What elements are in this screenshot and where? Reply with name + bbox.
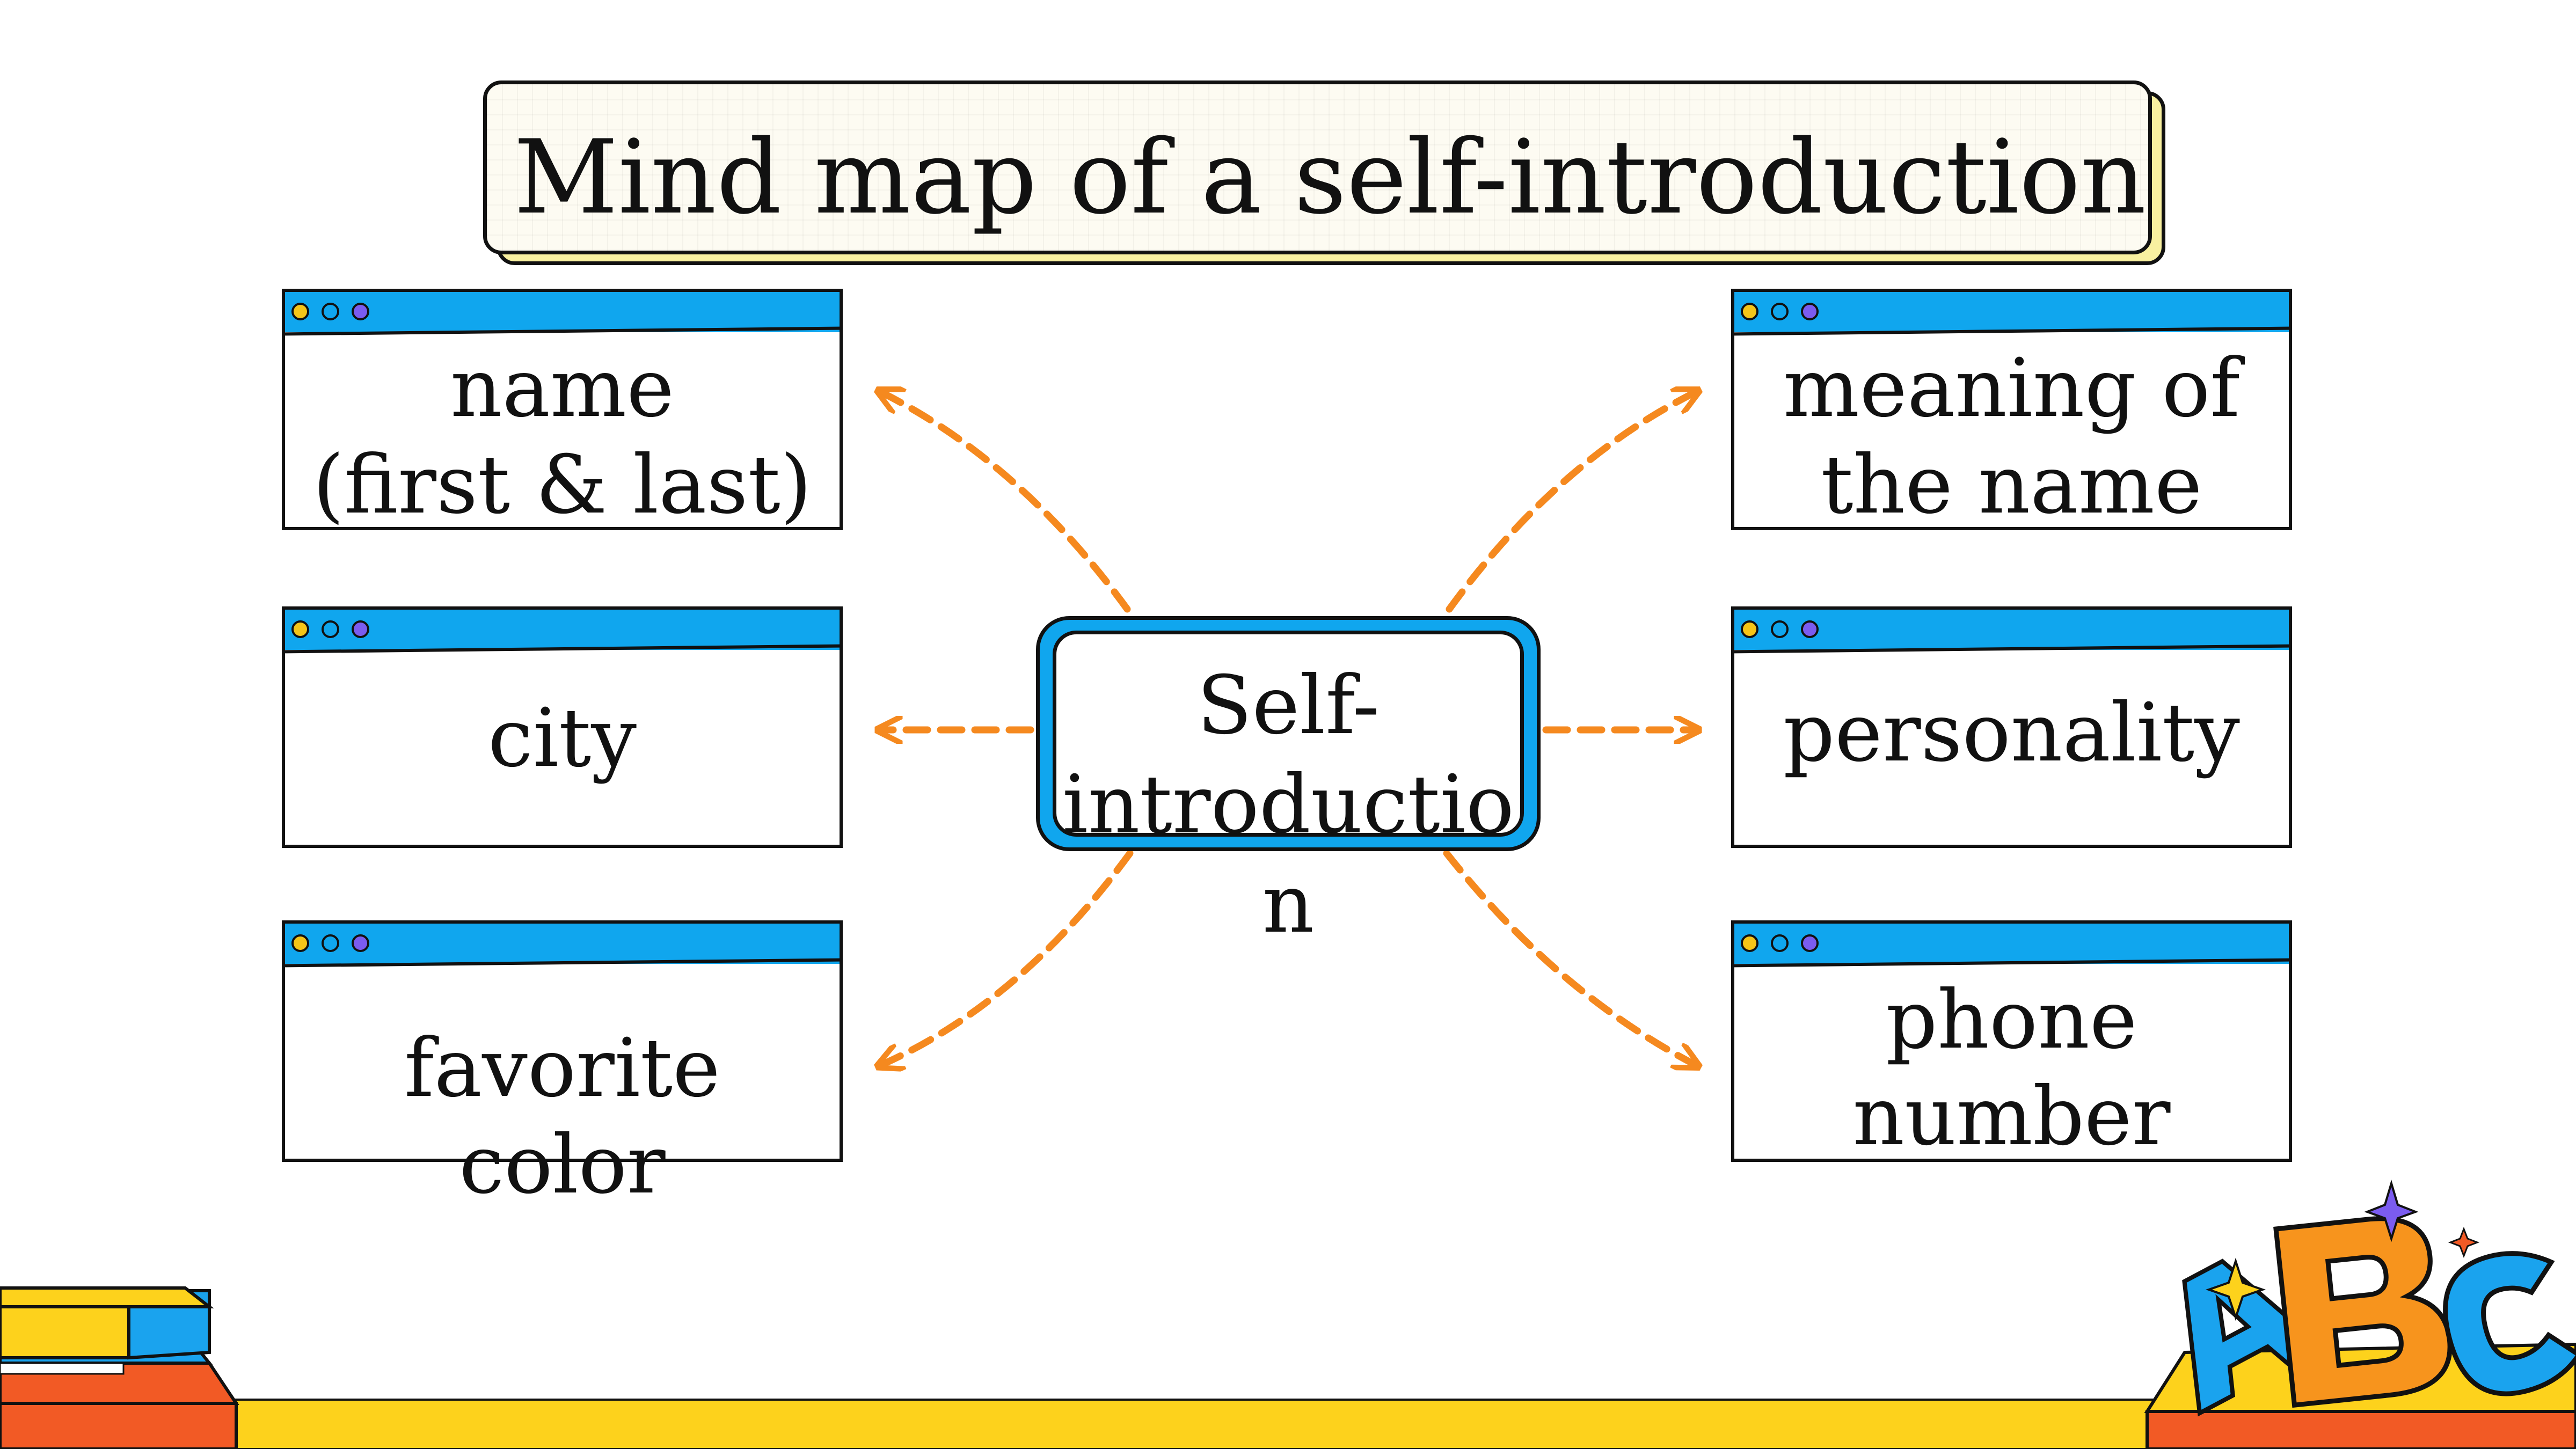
arrow-to-name (880, 392, 1131, 613)
letter-b-icon (2273, 1216, 2453, 1408)
window-bar (1734, 292, 2289, 332)
sparkle-icon (2205, 1257, 2266, 1321)
node-personality: personality (1731, 606, 2292, 848)
books-stack-icon (0, 1286, 239, 1449)
page-title: Mind map of a self-introduction (514, 118, 2147, 237)
dot-yellow-icon (1741, 620, 1758, 638)
window-bar (1734, 610, 2289, 650)
center-node (1036, 616, 1541, 851)
node-label: meaning of the name (1783, 342, 2241, 532)
dot-yellow-icon (1741, 303, 1758, 320)
arrow-to-meaning (1446, 392, 1696, 613)
node-label: city (487, 692, 637, 785)
node-name: name (first & last) (282, 289, 843, 532)
node-favorite-color: favorite color (282, 920, 843, 1212)
node-label: phone number (1852, 974, 2171, 1163)
dot-yellow-icon (291, 934, 309, 952)
node-label: favorite color (404, 1022, 720, 1212)
center-label: Self- introductio n (1062, 659, 1515, 951)
dot-purple-icon (352, 303, 369, 320)
node-meaning-of-name: meaning of the name (1731, 289, 2292, 532)
node-phone-number: phone number (1731, 920, 2292, 1163)
sparkle-icon (2364, 1180, 2419, 1242)
arrow-to-phone (1443, 850, 1696, 1065)
dot-blue-icon (1771, 934, 1789, 952)
node-label: name (first & last) (312, 342, 812, 532)
window-bar (285, 292, 840, 332)
dot-purple-icon (352, 620, 369, 638)
dot-purple-icon (1801, 620, 1819, 638)
dot-blue-icon (322, 303, 339, 320)
window-bar (285, 610, 840, 650)
dot-purple-icon (352, 934, 369, 952)
dot-yellow-icon (291, 303, 309, 320)
dot-purple-icon (1801, 934, 1819, 952)
dot-blue-icon (1771, 303, 1789, 320)
node-city: city (282, 606, 843, 848)
node-label: personality (1783, 686, 2240, 780)
letter-c-icon (2443, 1251, 2576, 1396)
dot-yellow-icon (291, 620, 309, 638)
dot-blue-icon (322, 934, 339, 952)
arrow-to-favorite-color (880, 850, 1134, 1065)
sparkle-icon (2448, 1226, 2480, 1258)
dot-purple-icon (1801, 303, 1819, 320)
dot-blue-icon (322, 620, 339, 638)
dot-yellow-icon (1741, 934, 1758, 952)
window-bar (285, 924, 840, 964)
title-box: Mind map of a self-introduction (483, 80, 2152, 254)
window-bar (1734, 924, 2289, 964)
dot-blue-icon (1771, 620, 1789, 638)
